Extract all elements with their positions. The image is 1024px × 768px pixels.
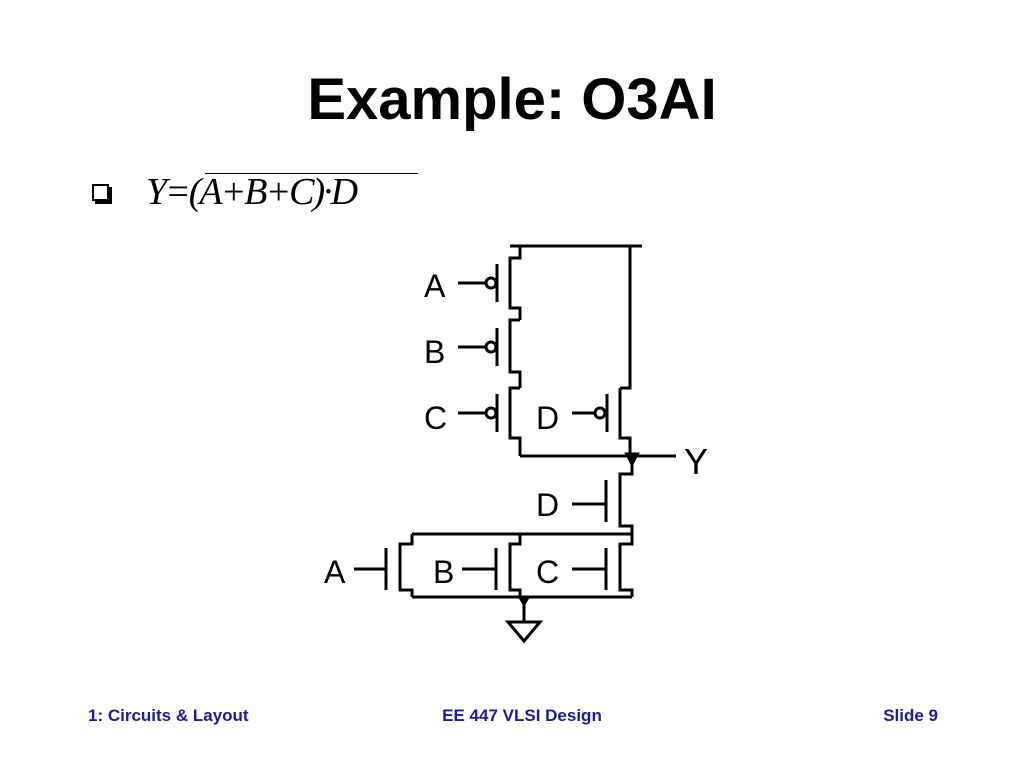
pmos-b: [458, 318, 522, 388]
footer-course-title: EE 447 VLSI Design: [442, 706, 602, 725]
label-nmos-b: B: [433, 554, 454, 590]
nmos-b: [462, 534, 522, 597]
pmos-d: [572, 388, 632, 456]
ground-icon: [504, 620, 544, 644]
label-nmos-a: A: [324, 554, 346, 590]
label-pmos-d: D: [536, 400, 559, 436]
pmos-c: [458, 386, 522, 456]
label-output-y: Y: [684, 441, 708, 482]
boolean-formula: Y=(A+B+C)·D: [146, 171, 358, 213]
nmos-c: [572, 534, 634, 597]
formula-overline: [205, 173, 418, 174]
nmos-a: [354, 534, 414, 597]
vdd-to-pd-wire: [620, 246, 632, 390]
pmos-a: [458, 246, 522, 320]
footer-slide-number: Slide 9: [883, 706, 938, 725]
square-bullet-icon: [92, 184, 109, 201]
footer-course-section: 1: Circuits & Layout: [88, 706, 249, 725]
label-pmos-c: C: [424, 400, 447, 436]
label-pmos-a: A: [424, 268, 446, 304]
slide-title: Example: O3AI: [307, 67, 717, 132]
nmos-d: [572, 456, 634, 534]
label-nmos-c: C: [536, 554, 559, 590]
label-nmos-d: D: [536, 487, 559, 523]
label-pmos-b: B: [424, 334, 445, 370]
